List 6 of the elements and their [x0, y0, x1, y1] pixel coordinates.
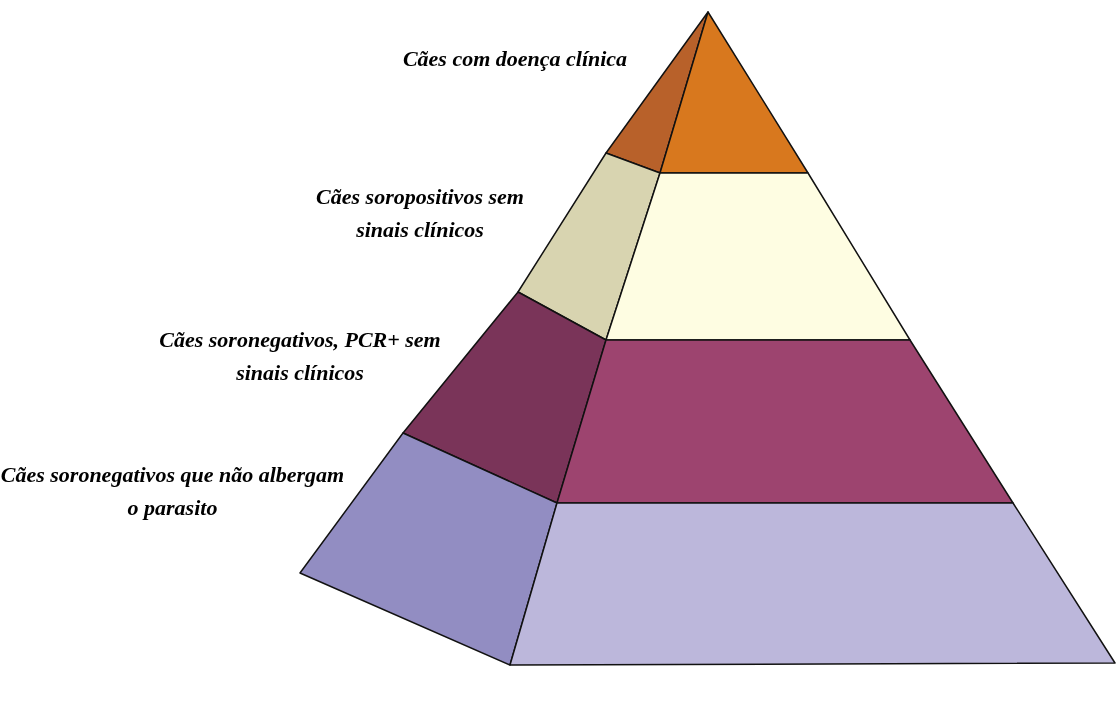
layer-label: Cães soronegativos que não albergam o parasito	[0, 461, 345, 522]
pyramid-layer	[0, 432, 1116, 666]
layer-label: Cães com doença clínica	[401, 45, 629, 73]
pyramid-layer	[402, 11, 809, 174]
layer-label: Cães soropositivos sem sinais clínicos	[315, 183, 525, 244]
layer-label: Cães soronegativos, PCR+ sem sinais clínicos	[158, 326, 442, 387]
